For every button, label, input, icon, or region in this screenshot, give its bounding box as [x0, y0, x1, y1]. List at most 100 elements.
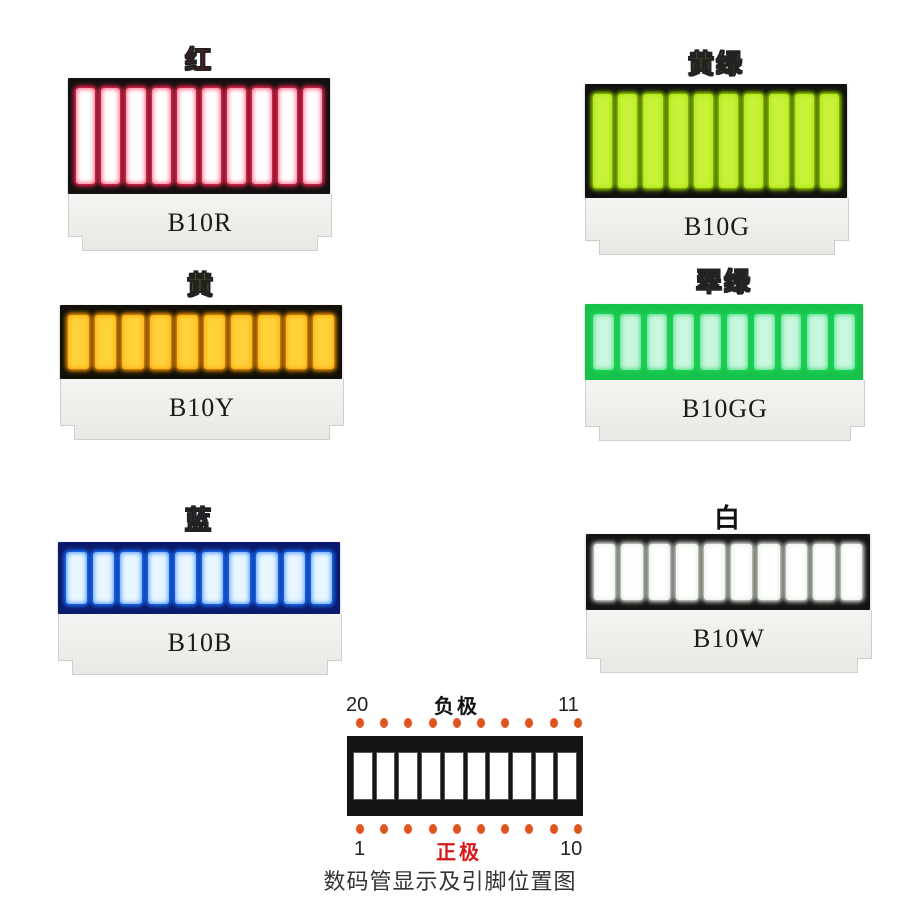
led-segment: [120, 552, 142, 604]
led-segment: [126, 88, 146, 184]
led-bar-yellow-green: [585, 84, 847, 198]
led-segment: [643, 94, 663, 188]
led-segment: [252, 88, 272, 184]
led-segment: [227, 88, 247, 184]
pin-dot: [452, 718, 461, 728]
led-segment: [668, 94, 688, 188]
led-segment: [231, 315, 253, 369]
led-segment: [151, 88, 171, 184]
pin-dot: [549, 718, 558, 728]
model-number: B10R: [167, 208, 233, 237]
pin-label-top-left: 20: [346, 694, 369, 716]
segments: [68, 315, 335, 369]
pin-dot: [428, 824, 437, 834]
led-bar-blue: [58, 542, 340, 614]
color-label-red: 红: [184, 46, 213, 77]
model-number: B10B: [167, 628, 233, 657]
pin-dot: [525, 718, 534, 728]
led-segment: [676, 544, 698, 600]
pin-dot: [404, 824, 413, 834]
led-segment: [258, 315, 280, 369]
segment: [443, 752, 464, 800]
pin-dot: [477, 824, 485, 834]
module-body: B10R: [68, 194, 332, 251]
module-body: B10G: [585, 198, 849, 255]
pin-dot: [380, 824, 389, 834]
segments: [593, 314, 855, 370]
color-label-yellow: 黄: [186, 271, 215, 302]
module-body: B10W: [586, 610, 872, 673]
led-segment: [122, 315, 144, 369]
led-segment: [204, 315, 226, 369]
led-segment: [256, 552, 278, 604]
led-segment: [621, 544, 643, 600]
led-segment: [277, 88, 297, 184]
pin-dot: [501, 824, 510, 834]
pin-dot: [404, 718, 413, 728]
led-bar-red: [68, 78, 330, 194]
color-label-yellow-green: 黄绿: [687, 50, 744, 81]
led-segment: [794, 94, 814, 188]
module-body: B10B: [58, 614, 342, 675]
product-yellow-green: 黄绿 B10G: [585, 44, 849, 255]
led-segment: [310, 552, 333, 604]
pin-dot: [501, 718, 510, 728]
led-segment: [744, 94, 764, 188]
segment: [534, 752, 555, 800]
led-segment: [719, 94, 739, 188]
led-segment: [700, 314, 721, 370]
led-segment: [758, 544, 780, 600]
pin-dot: [477, 718, 485, 728]
led-segment: [95, 315, 117, 369]
product-blue: 蓝 B10B: [58, 500, 342, 675]
led-segment: [594, 544, 616, 600]
segments: [593, 94, 840, 188]
led-segment: [769, 94, 789, 188]
led-segment: [202, 552, 224, 604]
led-segment: [176, 88, 197, 184]
module-body: B10GG: [585, 380, 865, 441]
model-number: B10W: [693, 624, 765, 653]
segment: [353, 752, 373, 800]
led-segment: [93, 552, 115, 604]
led-segment: [76, 88, 96, 184]
led-segment: [312, 315, 335, 369]
model-number: B10Y: [168, 393, 236, 422]
led-segment: [229, 552, 251, 604]
color-label-blue: 蓝: [184, 506, 213, 537]
segment: [557, 752, 578, 800]
led-segment: [619, 314, 641, 370]
led-segment: [785, 544, 808, 600]
led-bar-outline: [347, 736, 583, 816]
segment: [466, 752, 487, 800]
led-segment: [202, 88, 222, 184]
led-segment: [731, 544, 753, 600]
led-segment: [646, 314, 668, 370]
product-yellow: 黄 B10Y: [60, 265, 344, 440]
led-segment: [648, 544, 671, 600]
led-segment: [753, 314, 775, 370]
model-number: B10GG: [682, 394, 768, 423]
led-bar-yellow: [60, 305, 342, 379]
color-label-emerald-green: 翠绿: [695, 268, 752, 299]
model-number: B10G: [683, 212, 751, 241]
led-bar-emerald-green: [585, 304, 863, 380]
segments: [76, 88, 323, 184]
led-segment: [149, 315, 171, 369]
led-segment: [176, 315, 199, 369]
pin-label-bottom-left: 1: [354, 838, 366, 860]
led-segment: [285, 315, 307, 369]
led-segment: [840, 544, 863, 600]
led-segment: [703, 544, 726, 600]
pin-dot: [452, 824, 461, 834]
segment: [375, 752, 396, 800]
led-segment: [834, 314, 855, 370]
negative-pole-label: 负极: [434, 694, 480, 718]
segments: [594, 544, 863, 600]
led-segment: [68, 315, 90, 369]
segment: [511, 752, 532, 800]
led-segment: [101, 88, 121, 184]
color-label-white: 白: [713, 504, 742, 534]
led-segment: [174, 552, 197, 604]
pin-dot: [525, 824, 534, 834]
